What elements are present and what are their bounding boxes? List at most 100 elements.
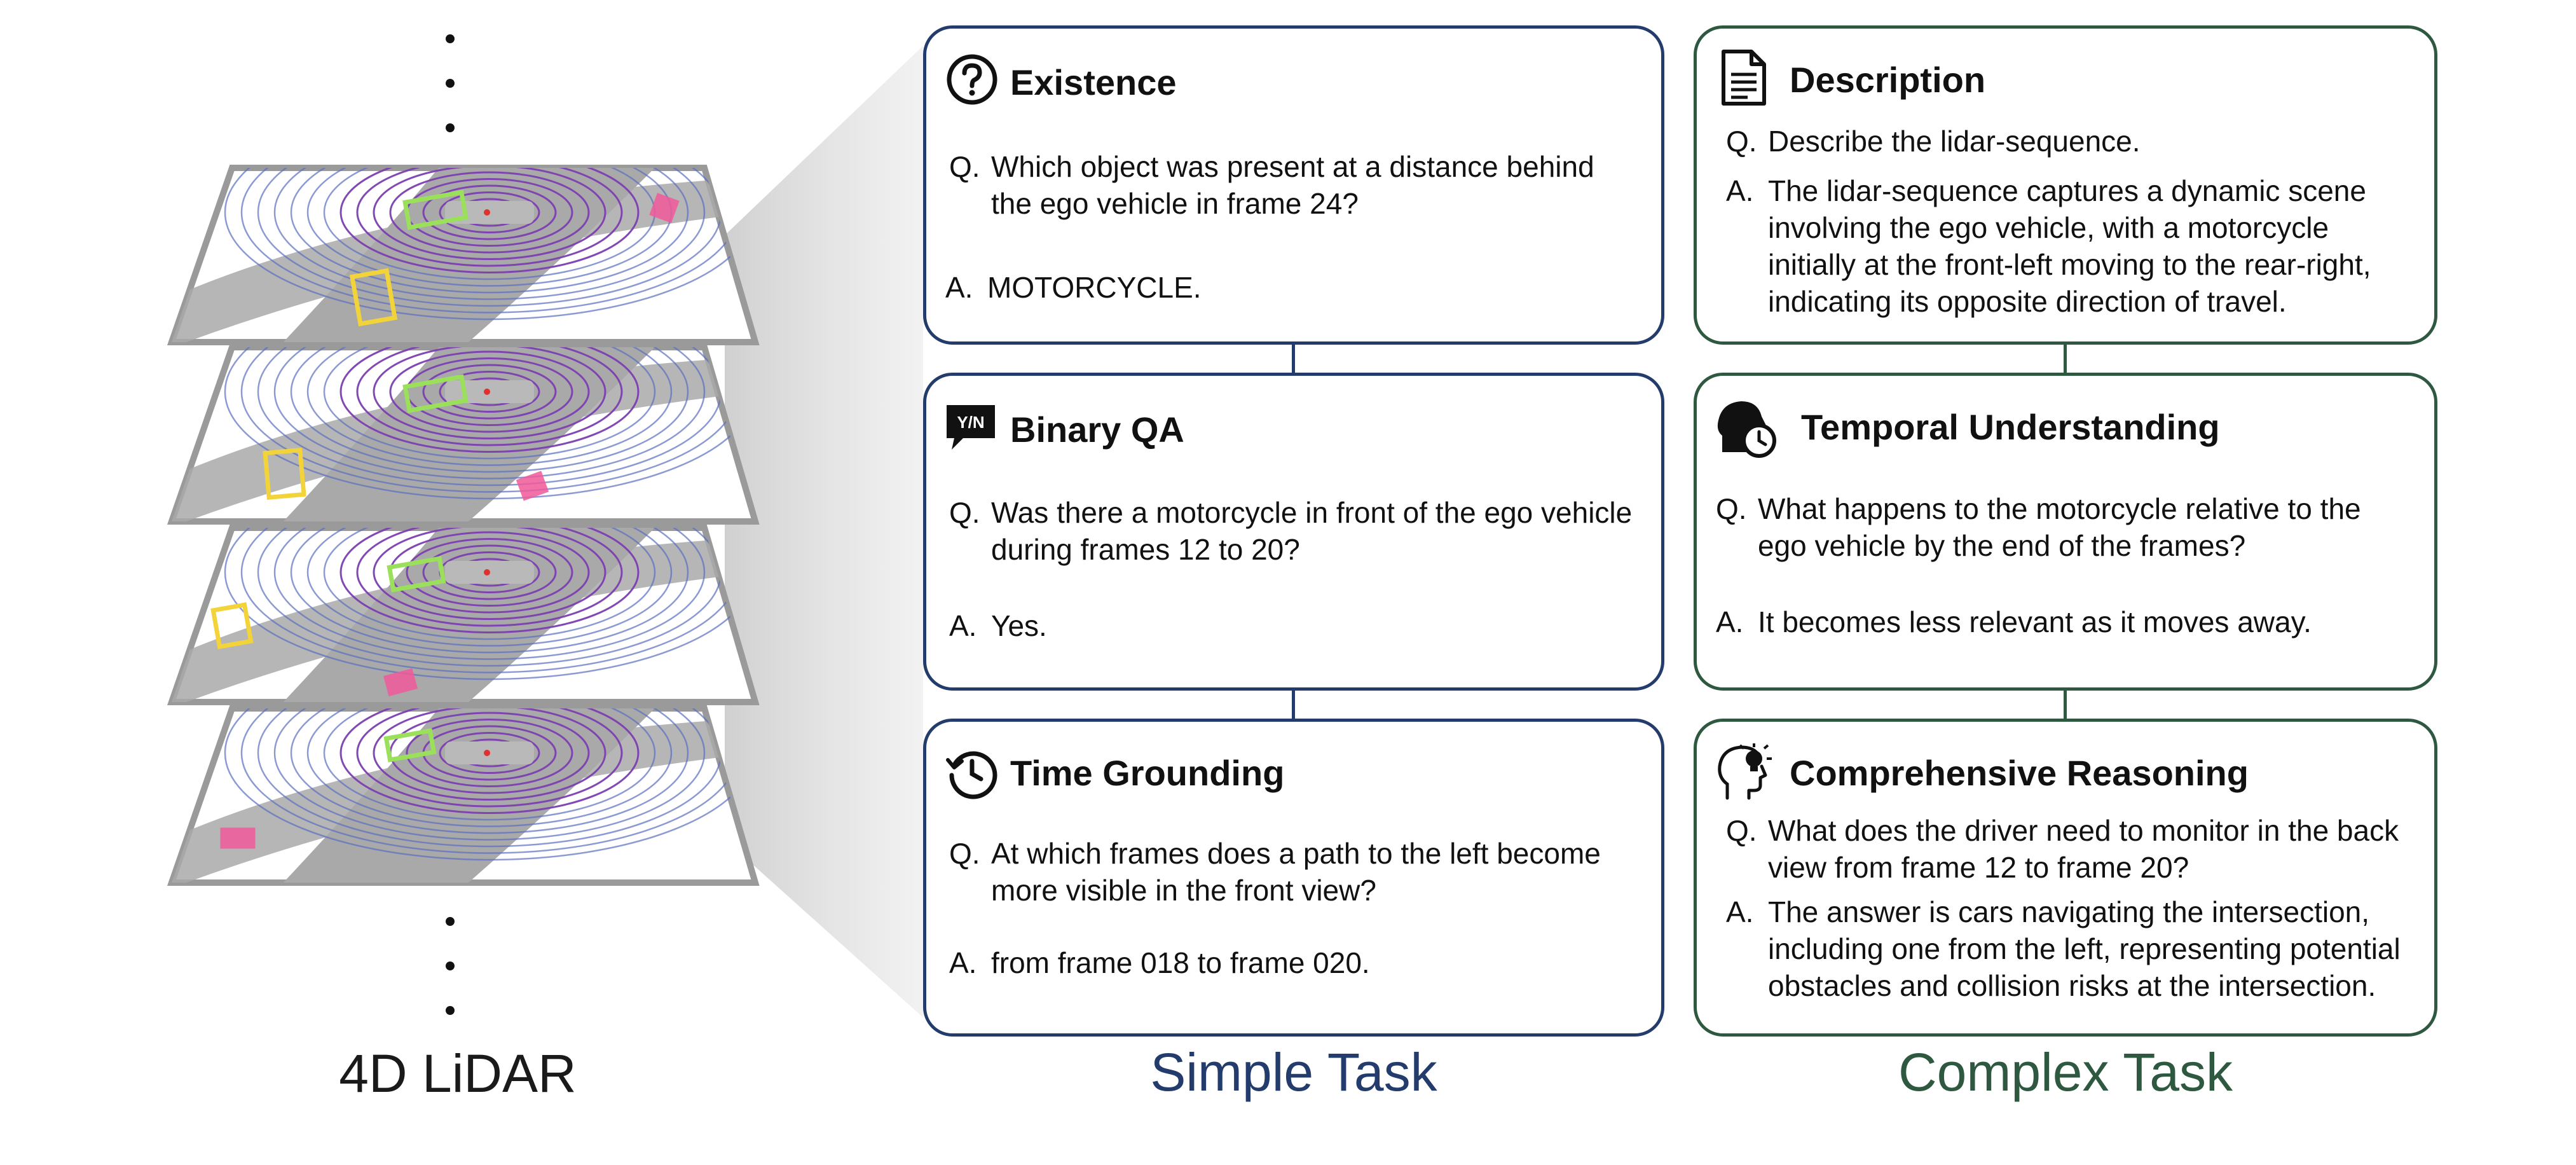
description-answer: A. The lidar-sequence captures a dynamic… xyxy=(1726,172,2413,320)
description-title: Description xyxy=(1790,60,1986,100)
time-grounding-card: Time Grounding Q. At which frames does a… xyxy=(923,719,1664,1037)
bounding-box xyxy=(516,471,549,501)
complex-connector-2 xyxy=(2064,689,2067,720)
bounding-box xyxy=(383,728,437,762)
bounding-box xyxy=(220,827,256,849)
description-question: Q. Describe the lidar-sequence. xyxy=(1726,123,2413,160)
simple-task-label: Simple Task xyxy=(1150,1042,1437,1102)
q-prefix: Q. xyxy=(1726,814,1757,847)
temporal-understanding-question: Q. What happens to the motorcycle relati… xyxy=(1716,490,2409,564)
scan-ring xyxy=(290,708,689,834)
clock-rewind-icon xyxy=(946,751,997,799)
temporal-understanding-card: Temporal Understanding Q. What happens t… xyxy=(1694,373,2437,691)
comprehensive-reasoning-answer: A. The answer is cars navigating the int… xyxy=(1726,893,2413,1004)
lidar-illustration xyxy=(167,46,923,1017)
scan-ring xyxy=(323,528,656,640)
scan-ring xyxy=(306,528,673,647)
bounding-box xyxy=(402,190,469,230)
yes-no-bubble-icon: Y/N xyxy=(947,405,995,450)
bounding-box xyxy=(402,374,469,413)
road-band xyxy=(172,721,755,883)
scan-ring xyxy=(373,168,606,260)
a-text: from frame 018 to frame 020. xyxy=(991,946,1370,979)
comprehensive-reasoning-question: Q. What does the driver need to monitor … xyxy=(1726,812,2413,886)
binary-qa-title: Binary QA xyxy=(1010,410,1184,450)
scan-ring xyxy=(339,528,640,633)
scan-ring xyxy=(439,732,540,774)
scan-ring xyxy=(306,347,673,466)
a-prefix: A. xyxy=(949,946,977,979)
time-grounding-question: Q. At which frames does a path to the le… xyxy=(949,835,1636,909)
question-circle-icon xyxy=(947,54,997,105)
scan-ring xyxy=(356,347,623,446)
scan-ring xyxy=(356,168,623,267)
scan-ring xyxy=(389,171,590,254)
q-prefix: Q. xyxy=(949,150,980,183)
simple-connector-2 xyxy=(1292,689,1295,720)
scan-ring xyxy=(389,350,590,433)
a-prefix: A. xyxy=(945,271,973,304)
a-prefix: A. xyxy=(1726,174,1754,207)
binary-qa-answer: A. Yes. xyxy=(949,607,1636,644)
a-prefix: A. xyxy=(1716,605,1744,638)
a-text: The lidar-sequence captures a dynamic sc… xyxy=(1768,174,2371,318)
road-band xyxy=(172,181,755,342)
scan-ring xyxy=(339,708,640,814)
ellipsis-dot xyxy=(446,34,455,43)
existence-question: Q. Which object was present at a distanc… xyxy=(949,148,1636,222)
a-text: MOTORCYCLE. xyxy=(987,271,1202,304)
comprehensive-reasoning-title: Comprehensive Reasoning xyxy=(1790,753,2249,793)
scan-ring xyxy=(422,544,557,600)
scan-ring xyxy=(422,184,557,240)
bounding-box xyxy=(263,447,306,500)
document-icon xyxy=(1722,50,1766,106)
head-clock-icon xyxy=(1717,401,1776,458)
scan-ring xyxy=(273,528,706,660)
scan-ring xyxy=(373,528,606,620)
q-text: What does the driver need to monitor in … xyxy=(1768,814,2399,884)
ellipsis-dot xyxy=(446,79,455,88)
bounding-box xyxy=(383,668,418,697)
ego-marker xyxy=(484,750,490,756)
zoom-wedge xyxy=(725,46,923,1017)
a-prefix: A. xyxy=(949,609,977,642)
q-prefix: Q. xyxy=(1726,125,1757,158)
scan-ring xyxy=(290,528,689,654)
bounding-box xyxy=(210,602,254,649)
road-band xyxy=(172,541,755,702)
scan-ring xyxy=(290,168,689,294)
bounding-box xyxy=(387,556,446,593)
comprehensive-reasoning-card: Comprehensive Reasoning Q. What does the… xyxy=(1694,719,2437,1037)
temporal-understanding-title: Temporal Understanding xyxy=(1801,407,2220,447)
binary-qa-card: Y/N Binary QA Q. Was there a motorcycle … xyxy=(923,373,1664,691)
simple-connector-1 xyxy=(1292,343,1295,374)
road-band xyxy=(172,360,755,521)
ellipsis-bottom xyxy=(437,917,463,1051)
scan-ring xyxy=(273,708,706,841)
lidar-frame-4 xyxy=(167,705,760,886)
binary-qa-question: Q. Was there a motorcycle in front of th… xyxy=(949,494,1636,568)
ego-marker xyxy=(484,389,490,395)
q-text: At which frames does a path to the left … xyxy=(991,837,1601,907)
ellipsis-dot xyxy=(446,123,455,132)
scan-ring xyxy=(356,708,623,808)
existence-answer: A. MOTORCYCLE. xyxy=(945,269,1632,306)
lidar-label: 4D LiDAR xyxy=(339,1044,577,1103)
lidar-frame-2 xyxy=(167,344,760,525)
q-text: What happens to the motorcycle relative … xyxy=(1758,492,2361,562)
complex-connector-1 xyxy=(2064,343,2067,374)
q-text: Which object was present at a distance b… xyxy=(991,150,1594,220)
lidar-frame-3 xyxy=(167,525,760,705)
q-text: Was there a motorcycle in front of the e… xyxy=(991,496,1633,566)
scan-ring xyxy=(439,371,540,413)
scan-ring xyxy=(406,538,573,607)
a-prefix: A. xyxy=(1726,895,1754,928)
existence-card: Existence Q. Which object was present at… xyxy=(923,25,1664,345)
description-card: Description Q. Describe the lidar-sequen… xyxy=(1694,25,2437,345)
ellipsis-dot xyxy=(446,917,455,926)
lidar-frame-1 xyxy=(167,165,760,345)
existence-title: Existence xyxy=(1010,62,1177,102)
ellipsis-dot xyxy=(446,1006,455,1015)
ellipsis-top xyxy=(437,34,463,168)
scan-ring xyxy=(306,708,673,827)
